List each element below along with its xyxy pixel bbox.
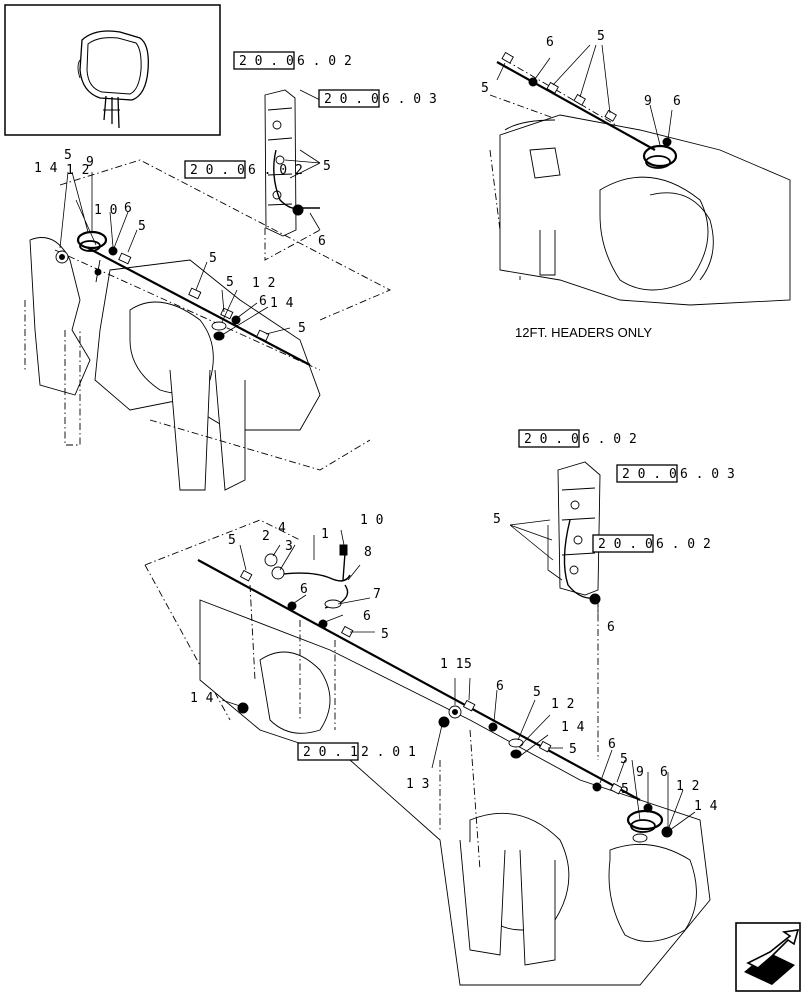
top-bracket-assembly: [264, 89, 321, 261]
ref-top-a[interactable]: 2 0 . 0 6 . 0 2: [233, 51, 352, 70]
callout-6: 6: [259, 294, 267, 309]
callout-5: 5: [381, 627, 389, 642]
ref-mid-c[interactable]: 2 0 . 0 6 . 0 2: [592, 534, 711, 553]
leader-lines: [59, 44, 696, 836]
callout-9: 9: [644, 94, 652, 109]
ref-mid-c-box: 2 0 . 0: [598, 537, 653, 552]
callout-5: 5: [481, 81, 489, 96]
callout-6: 6: [607, 620, 615, 635]
ref-top-c[interactable]: 2 0 . 0 6 . 0 2: [184, 160, 303, 179]
callout-5: 5: [226, 275, 234, 290]
ref-top-a-rest: 6 . 0 2: [297, 54, 352, 69]
ref-top-c-rest: 6 . 0 2: [248, 163, 303, 178]
callout-5: 5: [209, 251, 217, 266]
callout-12: 1 2: [551, 697, 574, 712]
callout-5: 5: [597, 29, 605, 44]
callout-6: 6: [363, 609, 371, 624]
ref-bottom-rest: 2 . 0 1: [361, 745, 416, 760]
callout-7: 7: [373, 587, 381, 602]
callout-2: 2: [262, 529, 270, 544]
callout-6: 6: [660, 765, 668, 780]
callout-6: 6: [124, 201, 132, 216]
callout-4: 4: [278, 521, 286, 536]
callout-14: 1 4: [561, 720, 585, 735]
callout-14: 1 4: [34, 161, 58, 176]
callout-14: 1 4: [190, 691, 214, 706]
callout-3: 3: [285, 539, 293, 554]
callout-6: 6: [318, 234, 326, 249]
next-page-arrow-icon: [744, 929, 800, 985]
bottom-header-frame: [144, 519, 711, 986]
callout-11: 1 1: [440, 657, 463, 672]
ref-bottom[interactable]: 2 0 . 1 2 . 0 1: [297, 742, 416, 761]
right-header-frame: [489, 59, 791, 306]
callout-9: 9: [86, 155, 94, 170]
caption-12ft-headers-only: 12FT. HEADERS ONLY: [515, 325, 652, 340]
callout-14: 1 4: [270, 296, 294, 311]
callout-1: 1: [321, 527, 329, 542]
inset-work-light: [4, 4, 221, 136]
ref-mid-b-box: 2 0 . 0: [622, 467, 677, 482]
callout-8: 8: [364, 545, 372, 560]
callout-14: 1 4: [694, 799, 718, 814]
callout-6: 6: [546, 35, 554, 50]
ref-top-a-box: 2 0 . 0: [239, 54, 294, 69]
ref-mid-a-box: 2 0 . 0: [524, 432, 579, 447]
callout-13: 1 3: [406, 777, 429, 792]
ref-mid-b-rest: 6 . 0 3: [680, 467, 735, 482]
callout-6: 6: [673, 94, 681, 109]
ref-top-c-box: 2 0 . 0: [190, 163, 245, 178]
callout-6: 6: [300, 582, 308, 597]
work-light-icon: [77, 30, 149, 129]
callout-5: 5: [621, 782, 629, 797]
callout-6: 6: [608, 737, 616, 752]
left-header-frame: [24, 159, 392, 491]
ref-mid-a-rest: 6 . 0 2: [582, 432, 637, 447]
callout-5: 5: [138, 219, 146, 234]
callout-12: 1 2: [252, 276, 275, 291]
next-page-arrow-button[interactable]: [735, 922, 801, 992]
ref-bottom-box: 2 0 . 1: [303, 745, 358, 760]
callout-numbers: 1 4 5 1 2 9 1 0 6 5 5 5 1 2 6 1 4 5 5 6 …: [34, 29, 718, 814]
middle-bracket-assembly: [547, 461, 601, 760]
callout-10: 1 0: [360, 513, 383, 528]
callout-5: 5: [323, 159, 331, 174]
bottom-cable: [197, 544, 673, 843]
callout-5: 5: [569, 742, 577, 757]
ref-mid-a[interactable]: 2 0 . 0 6 . 0 2: [518, 429, 637, 448]
callout-5: 5: [298, 321, 306, 336]
left-cable: [55, 230, 311, 366]
callout-10: 1 0: [94, 203, 117, 218]
callout-5: 5: [620, 752, 628, 767]
ref-top-b-box: 2 0 . 0: [324, 92, 379, 107]
callout-6: 6: [496, 679, 504, 694]
callout-12: 1 2: [676, 779, 699, 794]
callout-5: 5: [533, 685, 541, 700]
ref-top-b-rest: 6 . 0 3: [382, 92, 437, 107]
callout-5: 5: [228, 533, 236, 548]
ref-mid-c-rest: 6 . 0 2: [656, 537, 711, 552]
right-cable: [496, 51, 678, 169]
ref-mid-b[interactable]: 2 0 . 0 6 . 0 3: [616, 464, 735, 483]
callout-5: 5: [64, 148, 72, 163]
ref-top-b[interactable]: 2 0 . 0 6 . 0 3: [318, 89, 437, 108]
callout-5: 5: [464, 657, 472, 672]
callout-9: 9: [636, 765, 644, 780]
callout-5: 5: [493, 512, 501, 527]
callout-12: 1 2: [66, 163, 89, 178]
